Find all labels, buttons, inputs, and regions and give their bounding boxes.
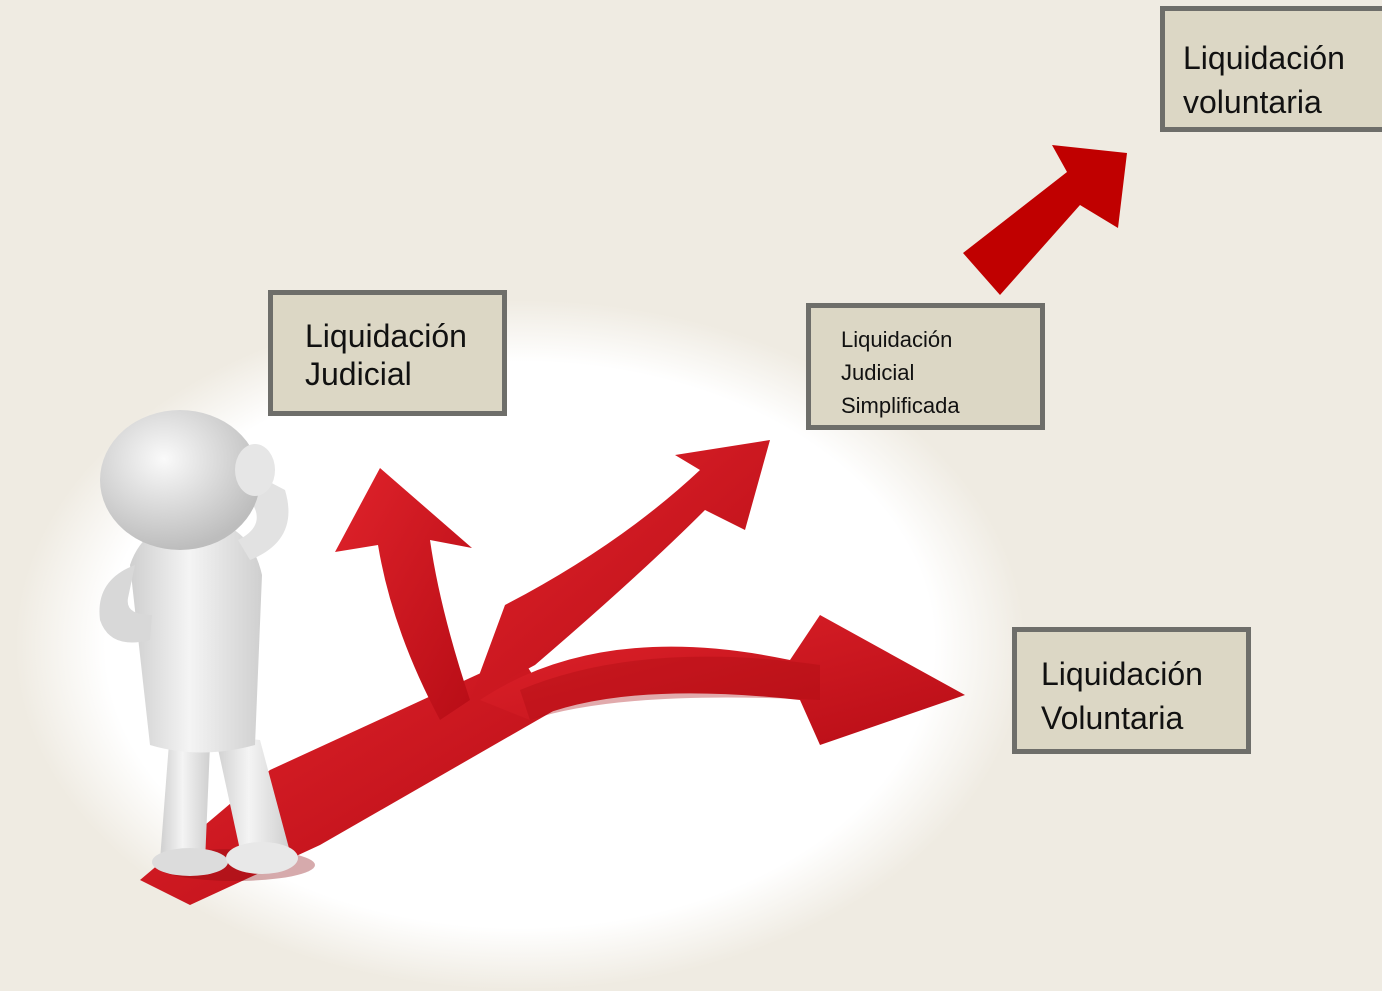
- option-liquidacion-voluntaria: Liquidación Voluntaria: [1012, 627, 1251, 754]
- option-liquidacion-judicial: Liquidación Judicial: [268, 290, 507, 416]
- option-liquidacion-voluntaria-top: Liquidación voluntaria: [1160, 6, 1382, 132]
- diagonal-up-arrow-icon: [963, 145, 1127, 295]
- thinking-person-figure-icon: [99, 410, 315, 881]
- option-liquidacion-judicial-simplificada: Liquidación Judicial Simplificada: [806, 303, 1045, 430]
